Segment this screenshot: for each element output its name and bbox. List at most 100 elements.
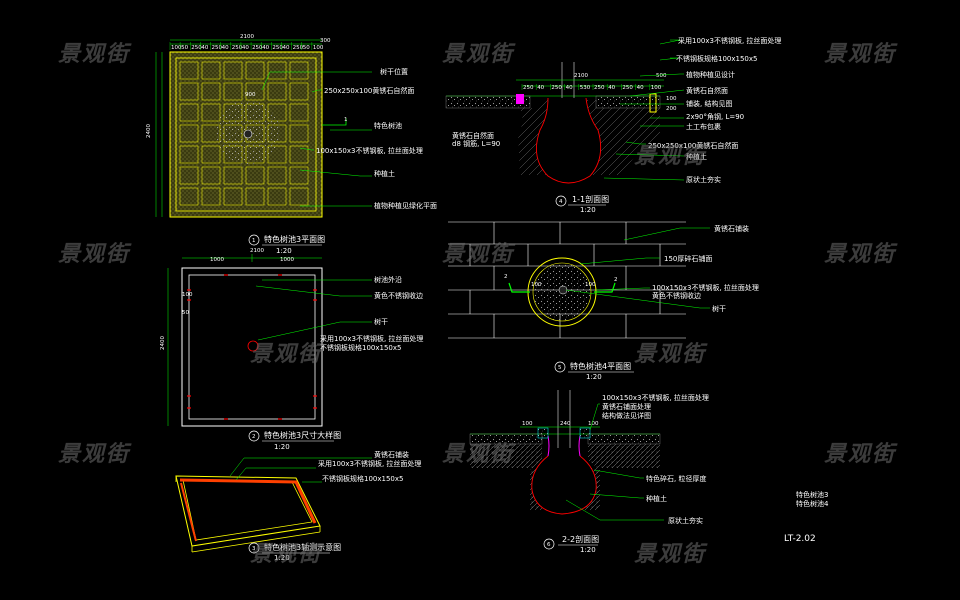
paving-joints	[448, 221, 686, 339]
section6-label-gravel: 特色碎石, 粒径厚度	[646, 474, 706, 483]
plan1-top-dim: 40	[222, 45, 229, 51]
section4-label-1: 不锈钢板规格100x150x5	[676, 54, 757, 63]
section4-left-label-a: 黄锈石自然面	[452, 131, 494, 140]
plan1-inner-dim: 900	[245, 92, 256, 98]
plan1-top-dim: 250	[272, 45, 283, 51]
sheet-number: LT-2.02	[784, 534, 816, 544]
plan2-inner-dim-b: 50	[182, 310, 189, 316]
plan2-label-plate-size: 不锈钢板规格100x150x5	[320, 343, 401, 352]
section4-top-dim: 40	[637, 85, 644, 91]
detail-4-title: 1-1剖面图	[572, 194, 609, 204]
section4-left-label-b: d8 钢筋, L=90	[452, 139, 500, 148]
plan2-label-edge: 树池外沿	[374, 275, 402, 284]
section4-label-9: 原状土夯实	[686, 175, 721, 184]
legend-item-2: 特色树池4	[796, 499, 829, 508]
axo-label-plate: 采用100x3不锈钢板, 拉丝面处理	[318, 459, 421, 468]
plan2-red-tick-marks	[187, 274, 317, 420]
detail-1-title: 特色树池3平面图	[264, 234, 325, 244]
plan5-label-trunk: 树干	[712, 304, 726, 313]
detail-2-dimension-plan: 2100 1000 1000 2400 100 50 树池外沿黄色不锈钢收边树干…	[160, 248, 423, 451]
detail-5-title: 特色树池4平面图	[570, 361, 631, 371]
plan1-label-steel: 100x150x3不锈钢板, 拉丝面处理	[316, 146, 423, 155]
section6-label-plate: 100x150x3不锈钢板, 拉丝面处理	[602, 393, 709, 402]
plan1-top-dim: 50	[181, 45, 188, 51]
plan5-section-mark-left: 2	[504, 274, 508, 280]
detail-6-title: 2-2剖面图	[562, 534, 599, 544]
plan1-top-dim: 40	[201, 45, 208, 51]
plan1-top-dim: 250	[212, 45, 223, 51]
section4-top-dim: 250	[594, 85, 605, 91]
section4-label-2: 植物种植见设计	[686, 70, 735, 79]
section4-top-dim: 40	[537, 85, 544, 91]
section6-dim-center: 240	[560, 421, 571, 427]
detail-1-number: 1	[252, 238, 256, 244]
plan1-top-dim: 250	[252, 45, 263, 51]
detail-6-number: 6	[547, 542, 551, 548]
plan1-label-paver: 250x250x100黄锈石自然面	[324, 86, 414, 95]
detail-5-scale: 1:20	[586, 373, 602, 381]
section6-label-subgrade: 原状土夯实	[668, 516, 703, 525]
plan2-overall-width: 2100	[250, 248, 264, 254]
plan1-top-dim: 250	[232, 45, 243, 51]
section4-height-dim-b: 200	[666, 106, 677, 112]
legend-item-1: 特色树池3	[796, 490, 828, 499]
plan2-left-dim: 2400	[160, 336, 166, 350]
plan1-overall-width: 2100	[240, 34, 254, 40]
detail-2-scale: 1:20	[274, 443, 290, 451]
section4-right-dim: 500	[656, 73, 667, 79]
detail-3-number: 3	[252, 546, 256, 552]
plan5-label-paving: 黄锈石铺装	[714, 224, 749, 233]
section6-dim-left: 100	[522, 421, 533, 427]
plan5-label-trim: 黄色不锈钢收边	[652, 291, 701, 300]
pit-outer-frame	[181, 267, 323, 427]
plan5-label-gravel: 150厚碎石铺面	[664, 254, 712, 263]
pit-inner-frame	[188, 274, 316, 420]
plan2-trunk-marker	[247, 340, 259, 352]
section6-label-soil: 种植土	[646, 494, 667, 503]
section4-top-dim: 40	[608, 85, 615, 91]
section4-top-dim: 40	[566, 85, 573, 91]
section4-steel-right	[649, 93, 657, 113]
plan1-label-trunk: 树干位置	[380, 67, 408, 76]
section4-top-dim: 100	[651, 85, 662, 91]
section6-root-ball	[531, 455, 597, 515]
plan2-label-trunk: 树干	[374, 317, 388, 326]
section6-label-paving: 黄锈石铺面处理	[602, 402, 651, 411]
section4-label-0: 采用100x3不锈钢板, 拉丝面处理	[678, 36, 781, 45]
section4-top-dim: 250	[523, 85, 534, 91]
detail-4-scale: 1:20	[580, 206, 596, 214]
axo-label-paving: 黄锈石铺装	[374, 450, 409, 459]
section4-height-dim-a: 100	[666, 96, 677, 102]
plan1-top-dim: 100	[313, 45, 324, 51]
plan1-top-dim: 250	[293, 45, 304, 51]
section4-top-dim: 250	[622, 85, 633, 91]
section4-top-dim: 530	[580, 85, 591, 91]
section4-label-8: 种植土	[686, 152, 707, 161]
axo-steel-edge	[179, 478, 317, 524]
tree-trunk-mark	[243, 129, 253, 139]
axo-label-size: 不锈钢板规格100x150x5	[322, 474, 403, 483]
plan1-label-planting: 植物种植见绿化平面	[374, 201, 437, 210]
plan2-inner-dim-a: 100	[182, 292, 193, 298]
plan5-dim-right: 100	[585, 282, 596, 288]
plan1-top-dim: 50	[303, 45, 310, 51]
plan1-right-offset: 300	[320, 38, 331, 44]
detail-6-scale: 1:20	[580, 546, 596, 554]
plan1-top-dim: 100	[171, 45, 182, 51]
detail-6-section: 100 240 100 100x150x3不锈钢板, 拉丝面处理黄锈石铺面处理结…	[469, 390, 709, 554]
detail-5-plan: 2 2 100 100 黄锈石铺装150厚碎石铺面100x150x3不锈钢板, …	[448, 221, 759, 381]
detail-2-number: 2	[252, 434, 256, 440]
plan1-left-dim: 2400	[146, 124, 152, 138]
section6-label-structure: 结构做法见详图	[602, 411, 651, 420]
plan1-label-soil: 种植土	[374, 169, 395, 178]
plan1-top-dim: 40	[262, 45, 269, 51]
section4-top-dim: 250	[551, 85, 562, 91]
detail-3-title: 特色树池3轴测示意图	[264, 542, 341, 552]
section6-leaders: 100x150x3不锈钢板, 拉丝面处理黄锈石铺面处理结构做法见详图特色碎石, …	[565, 393, 709, 525]
